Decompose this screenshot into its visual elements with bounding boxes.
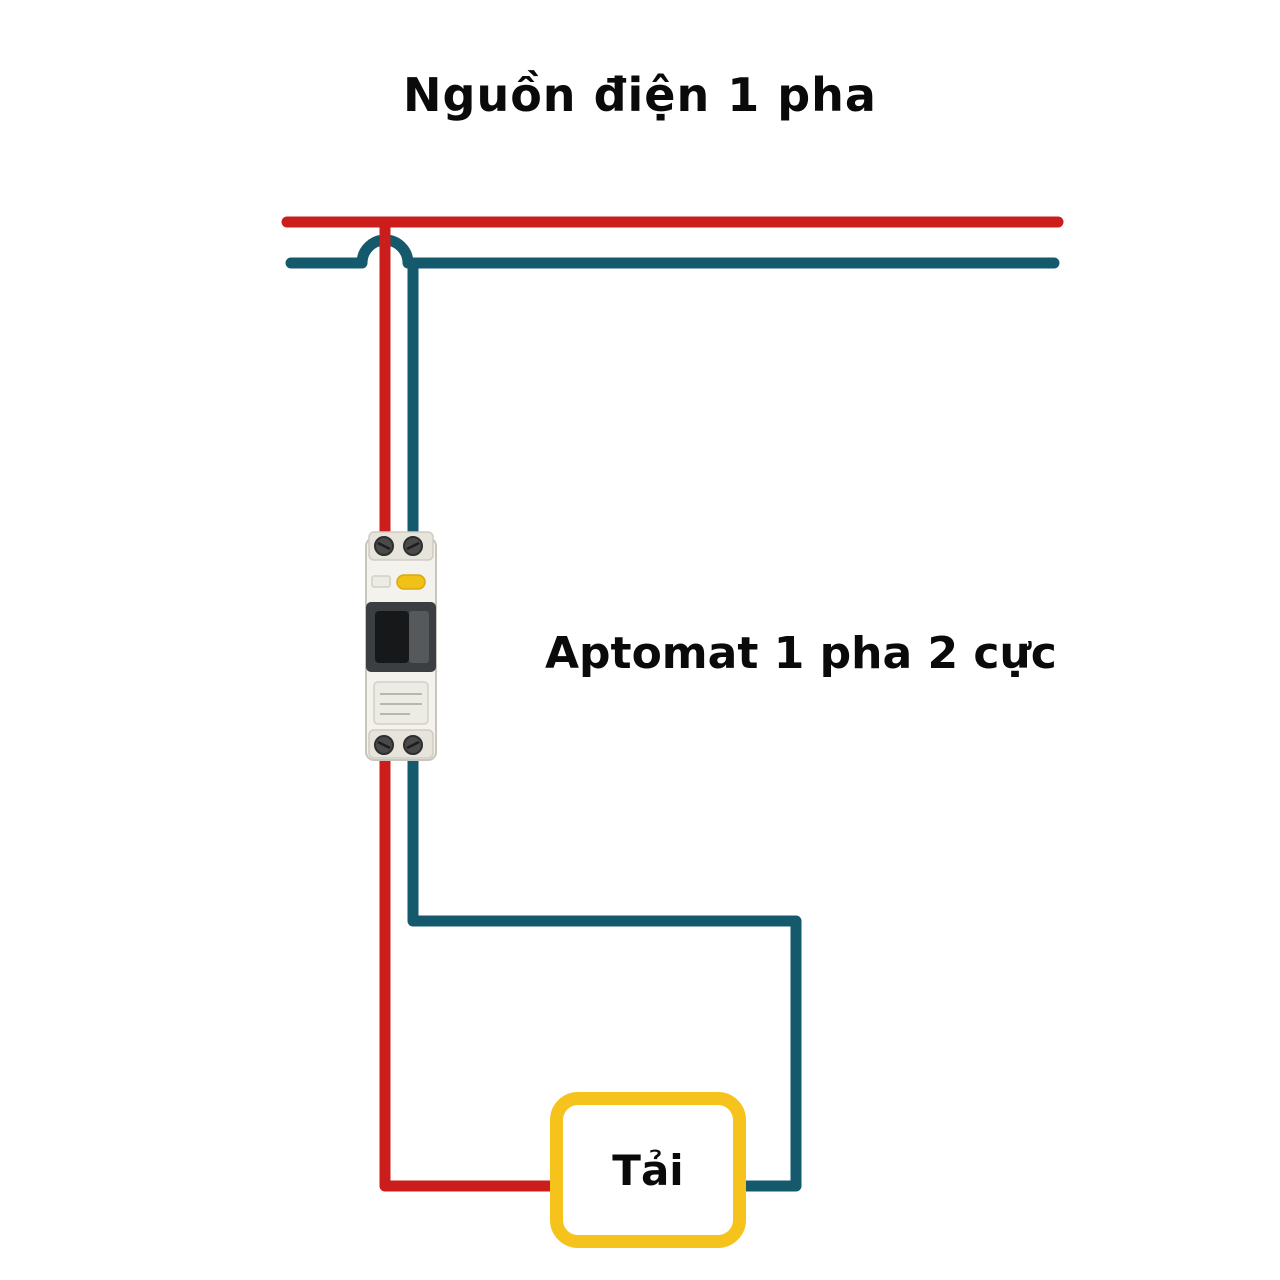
breaker-toggle-side <box>409 611 429 663</box>
breaker-top-screw-left-slot <box>377 541 391 551</box>
breaker-brand-mark <box>371 575 391 588</box>
load-box: Tải <box>550 1092 746 1248</box>
circuit-breaker-illustration <box>365 531 437 761</box>
neutral-wire-bus <box>285 234 1060 269</box>
live-wire-to-load <box>379 734 562 1192</box>
breaker-toggle-lever <box>375 611 409 663</box>
neutral-wire-to-load <box>407 734 802 1192</box>
breaker-label: Aptomat 1 pha 2 cực <box>545 628 1057 679</box>
breaker-indicator-window <box>396 574 426 590</box>
breaker-bottom-screw-left-slot <box>377 740 391 750</box>
diagram-title: Nguồn điện 1 pha <box>403 68 877 122</box>
load-label: Tải <box>612 1145 684 1195</box>
breaker-bottom-screw-right-slot <box>406 740 420 750</box>
breaker-top-screw-right-slot <box>406 541 420 551</box>
